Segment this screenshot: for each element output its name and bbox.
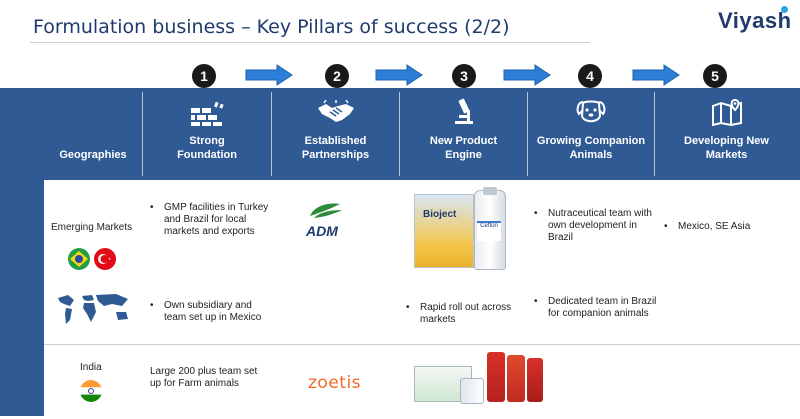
viyash-logo: Viyash	[718, 8, 792, 33]
bioject-label: Bioject	[423, 209, 457, 220]
new-product-engine-heading: New Product Engine	[429, 135, 498, 161]
strong-foundation-heading: Strong Foundation	[177, 135, 237, 161]
established-partnerships-heading: Established Partnerships	[301, 135, 370, 161]
india-product-jar-1	[487, 352, 505, 402]
companion-mexico-text: Dedicated team in Brazil for companion a…	[534, 296, 658, 320]
bottle-cap	[483, 187, 497, 195]
handshake-icon	[317, 100, 354, 122]
column-new-product-engine: New Product Engine	[400, 88, 527, 180]
column-growing-companion-animals: Growing Companion Animals	[528, 88, 654, 180]
left-frame-bar	[0, 88, 44, 416]
column-established-partnerships: Established Partnerships	[272, 88, 399, 180]
column-divider	[527, 92, 528, 176]
product-mexico-text: Rapid roll out across markets	[406, 302, 530, 326]
page-title: Formulation business – Key Pillars of su…	[33, 16, 510, 38]
dog-icon	[576, 100, 606, 123]
brazil-flag-icon	[68, 248, 90, 270]
step-3-badge: 3	[452, 64, 476, 88]
emerging-markets-label: Emerging Markets	[51, 222, 133, 233]
growing-companion-animals-heading: Growing Companion Animals	[536, 135, 646, 161]
cefton-product-bottle: Cefton	[474, 187, 506, 270]
zoetis-logo: zoetis	[308, 373, 362, 393]
column-geographies: Geographies	[44, 88, 142, 180]
right-arrow-icon	[245, 64, 293, 86]
geographies-heading: Geographies	[59, 149, 127, 161]
adm-leaf-icon	[310, 203, 342, 218]
foundation-india-text: Large 200 plus team set up for Farm anim…	[150, 366, 258, 389]
adm-wordmark: ADM	[306, 223, 338, 239]
india-product-vial	[460, 378, 484, 404]
step-2-badge: 2	[325, 64, 349, 88]
pillars-header-band	[0, 88, 800, 180]
title-divider	[30, 42, 590, 43]
logo-accent-icon	[781, 6, 788, 13]
india-flag-icon	[80, 380, 102, 402]
column-divider	[271, 92, 272, 176]
india-label: India	[80, 362, 102, 373]
column-strong-foundation: Strong Foundation	[143, 88, 271, 180]
column-divider	[654, 92, 655, 176]
cefton-label: Cefton	[477, 221, 501, 241]
india-product-jar-3	[527, 358, 543, 402]
right-arrow-icon	[632, 64, 680, 86]
india-product-jar-2	[507, 355, 525, 402]
step-5-badge: 5	[703, 64, 727, 88]
brick-wall-icon	[191, 101, 224, 126]
turkey-flag-icon	[94, 248, 116, 270]
markets-emerging-text: Mexico, SE Asia	[664, 221, 788, 233]
row-divider	[44, 344, 800, 345]
foundation-mexico-text: Own subsidiary and team set up in Mexico	[150, 300, 274, 324]
adm-logo: ADM	[306, 200, 346, 240]
column-developing-new-markets: Developing New Markets	[655, 88, 798, 180]
microscope-icon	[454, 98, 473, 124]
foundation-emerging-text: GMP facilities in Turkey and Brazil for …	[150, 202, 274, 238]
column-divider	[399, 92, 400, 176]
step-4-badge: 4	[578, 64, 602, 88]
world-map-icon	[58, 294, 128, 324]
bioject-product-box: Bioject	[414, 194, 474, 268]
column-divider	[142, 92, 143, 176]
developing-new-markets-heading: Developing New Markets	[684, 135, 769, 161]
companion-emerging-text: Nutraceutical team with own development …	[534, 208, 658, 244]
step-1-badge: 1	[192, 64, 216, 88]
map-pin-icon	[711, 98, 742, 126]
right-arrow-icon	[375, 64, 423, 86]
right-arrow-icon	[503, 64, 551, 86]
